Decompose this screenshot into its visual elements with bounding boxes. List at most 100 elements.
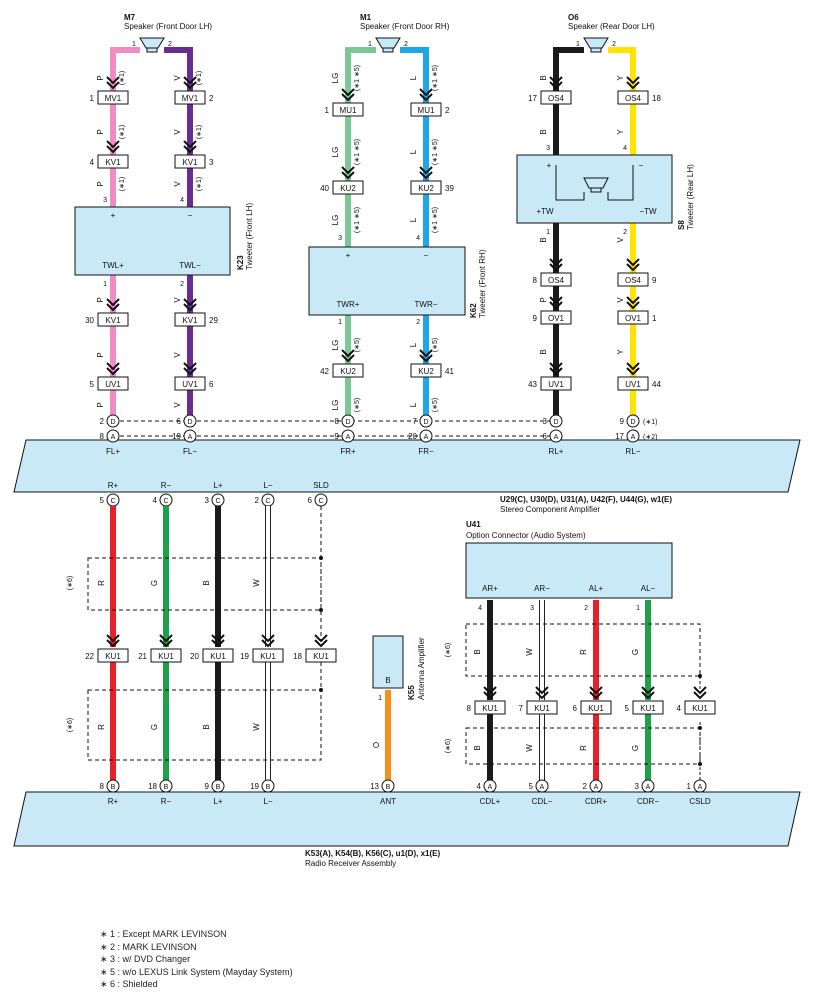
- connector-label: OV1: [548, 314, 565, 323]
- wire-color-label: P: [96, 181, 105, 186]
- terminal-sign: −: [188, 211, 193, 220]
- splice: [698, 762, 702, 766]
- terminal-label: AR−: [534, 584, 550, 593]
- splice: [698, 674, 702, 678]
- splice: [319, 688, 323, 692]
- wire-color-label: L: [409, 149, 418, 154]
- connector-box: [332, 102, 364, 117]
- connector-box: [632, 700, 664, 715]
- connector-label: KV1: [182, 316, 198, 325]
- connector-box: [410, 363, 442, 378]
- terminal: [381, 779, 395, 793]
- connector-box: [474, 700, 506, 715]
- pin-number: 8: [467, 704, 472, 713]
- note-label: (∗6): [445, 643, 452, 657]
- terminal-label: +TW: [536, 207, 554, 216]
- connector-label: KU2: [418, 184, 434, 193]
- radio-terminal-label: CDR−: [637, 797, 659, 806]
- wire-color-label: V: [173, 402, 182, 408]
- legend-item: ∗ 3 : w/ DVD Changer: [100, 954, 191, 964]
- connector-label: KU1: [588, 704, 604, 713]
- connector-box: [97, 648, 129, 663]
- connector-chevron: [106, 362, 120, 371]
- connector-chevron: [261, 639, 275, 648]
- terminal-letter: A: [540, 784, 545, 791]
- connector-chevron: [549, 76, 563, 85]
- connector-chevron: [341, 88, 355, 97]
- component-name: Antenna Amplifier: [417, 637, 426, 700]
- connector-chevron: [419, 88, 433, 97]
- connector-chevron: [106, 634, 120, 643]
- tweeter-box-k23: [74, 206, 231, 276]
- terminal: [341, 414, 355, 428]
- wire-color-label: W: [525, 744, 534, 752]
- connector-box: [252, 648, 284, 663]
- shield-outline: [465, 623, 701, 677]
- terminal: [626, 429, 640, 443]
- note-label: (∗1 ∗5): [432, 139, 439, 165]
- wire-color-label: L: [409, 402, 418, 407]
- terminal: [535, 779, 549, 793]
- pin-number: 4: [677, 704, 682, 713]
- radio-terminal-label: L−: [263, 797, 272, 806]
- note-label: (∗5): [432, 398, 439, 412]
- connector-label: KU1: [260, 652, 276, 661]
- terminal: [483, 779, 497, 793]
- connector-chevron: [341, 93, 355, 102]
- amp-terminal-label: R−: [161, 481, 172, 490]
- splice: [698, 726, 702, 730]
- pin-number: 44: [652, 380, 661, 389]
- terminal-letter: D: [110, 419, 115, 426]
- terminal: [106, 429, 120, 443]
- splice: [319, 556, 323, 560]
- terminal-sign: +: [346, 251, 351, 260]
- terminal: [626, 414, 640, 428]
- pin-number: 1: [338, 319, 342, 326]
- connector-chevron: [419, 349, 433, 358]
- option-connector-box: [465, 542, 673, 599]
- wire-color-label: LG: [331, 400, 340, 411]
- note-label: (∗1): [196, 71, 203, 85]
- terminal-label: TWL−: [179, 261, 201, 270]
- note-label: (∗5): [432, 338, 439, 352]
- connector-box: [617, 310, 649, 325]
- wire-color-label: P: [539, 297, 548, 302]
- pin-number: 6: [308, 496, 313, 505]
- pin-number: 3: [543, 417, 548, 426]
- note-label: (∗1 ∗5): [432, 207, 439, 233]
- connector-chevron: [106, 76, 120, 85]
- pin-number: 42: [320, 367, 329, 376]
- connector-box: [540, 310, 572, 325]
- pin-number: 1: [132, 41, 136, 48]
- pin-number: 1: [576, 41, 580, 48]
- connector-box: [617, 90, 649, 105]
- connector-box: [97, 154, 129, 169]
- wire-color-label: R: [579, 745, 588, 751]
- pin-number: 22: [85, 652, 94, 661]
- connector-chevron: [419, 93, 433, 102]
- terminal-letter: C: [163, 498, 168, 505]
- pin-number: 41: [445, 367, 454, 376]
- pin-number: 20: [408, 432, 417, 441]
- radio-terminal-label: R−: [161, 797, 172, 806]
- terminal-letter: D: [187, 419, 192, 426]
- note-label: (∗6): [67, 718, 74, 732]
- connector-chevron: [626, 367, 640, 376]
- pin-number: 2: [209, 94, 214, 103]
- connector-chevron: [626, 81, 640, 90]
- note-label: (∗1): [119, 125, 126, 139]
- note-label: (∗1): [196, 125, 203, 139]
- connector-label: UV1: [105, 380, 121, 389]
- pin-number: 1: [378, 695, 382, 702]
- connector-box: [410, 102, 442, 117]
- terminal-letter: A: [554, 434, 559, 441]
- connector-chevron: [626, 76, 640, 85]
- wire-color-label: G: [631, 745, 640, 751]
- connector-box: [332, 363, 364, 378]
- connector-label: UV1: [182, 380, 198, 389]
- note-label: (∗1 ∗5): [354, 65, 361, 91]
- connector-box: [174, 90, 206, 105]
- wire-color-label: R: [97, 580, 106, 586]
- wire-color-label: G: [150, 580, 159, 586]
- pin-number: 3: [546, 145, 550, 152]
